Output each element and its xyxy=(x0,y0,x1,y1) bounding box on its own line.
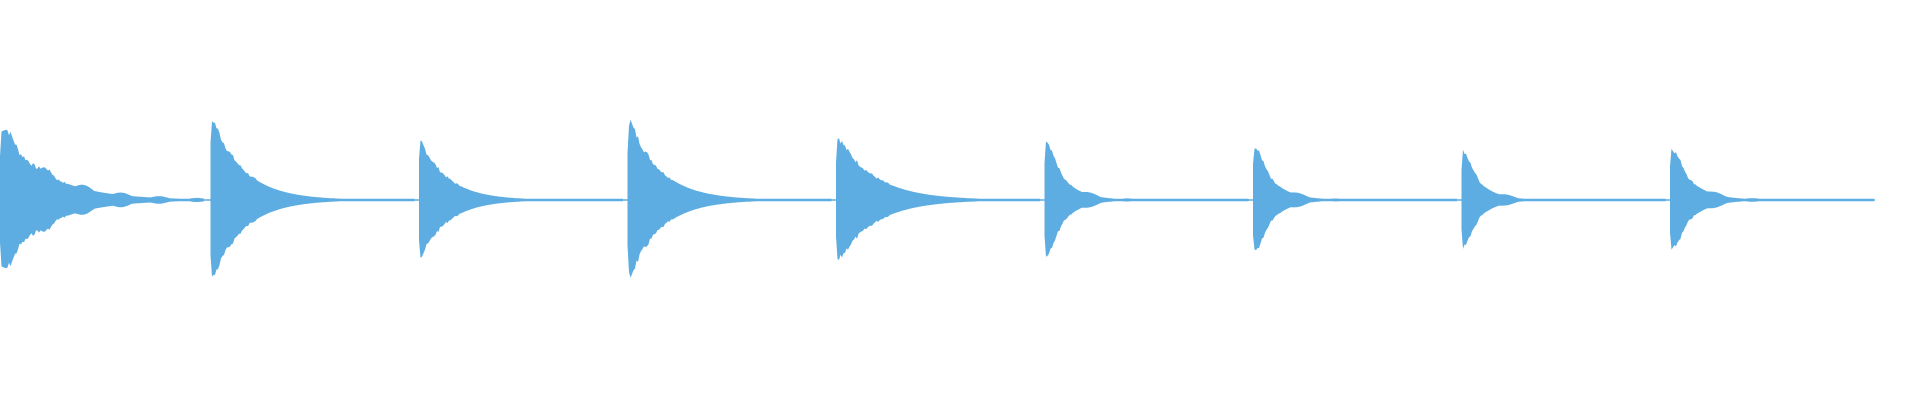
waveform-hit-9 xyxy=(1670,148,1874,250)
waveform-hit-7 xyxy=(1253,148,1457,251)
waveform-hit-8 xyxy=(1461,149,1666,249)
waveform-hits xyxy=(0,119,1874,278)
waveform-hit-3 xyxy=(419,140,623,258)
waveform-hit-4 xyxy=(627,119,832,278)
waveform-hit-6 xyxy=(1044,141,1249,257)
waveform-hit-2 xyxy=(210,121,415,277)
waveform-hit-1 xyxy=(0,129,204,269)
waveform-hit-5 xyxy=(836,138,1040,260)
